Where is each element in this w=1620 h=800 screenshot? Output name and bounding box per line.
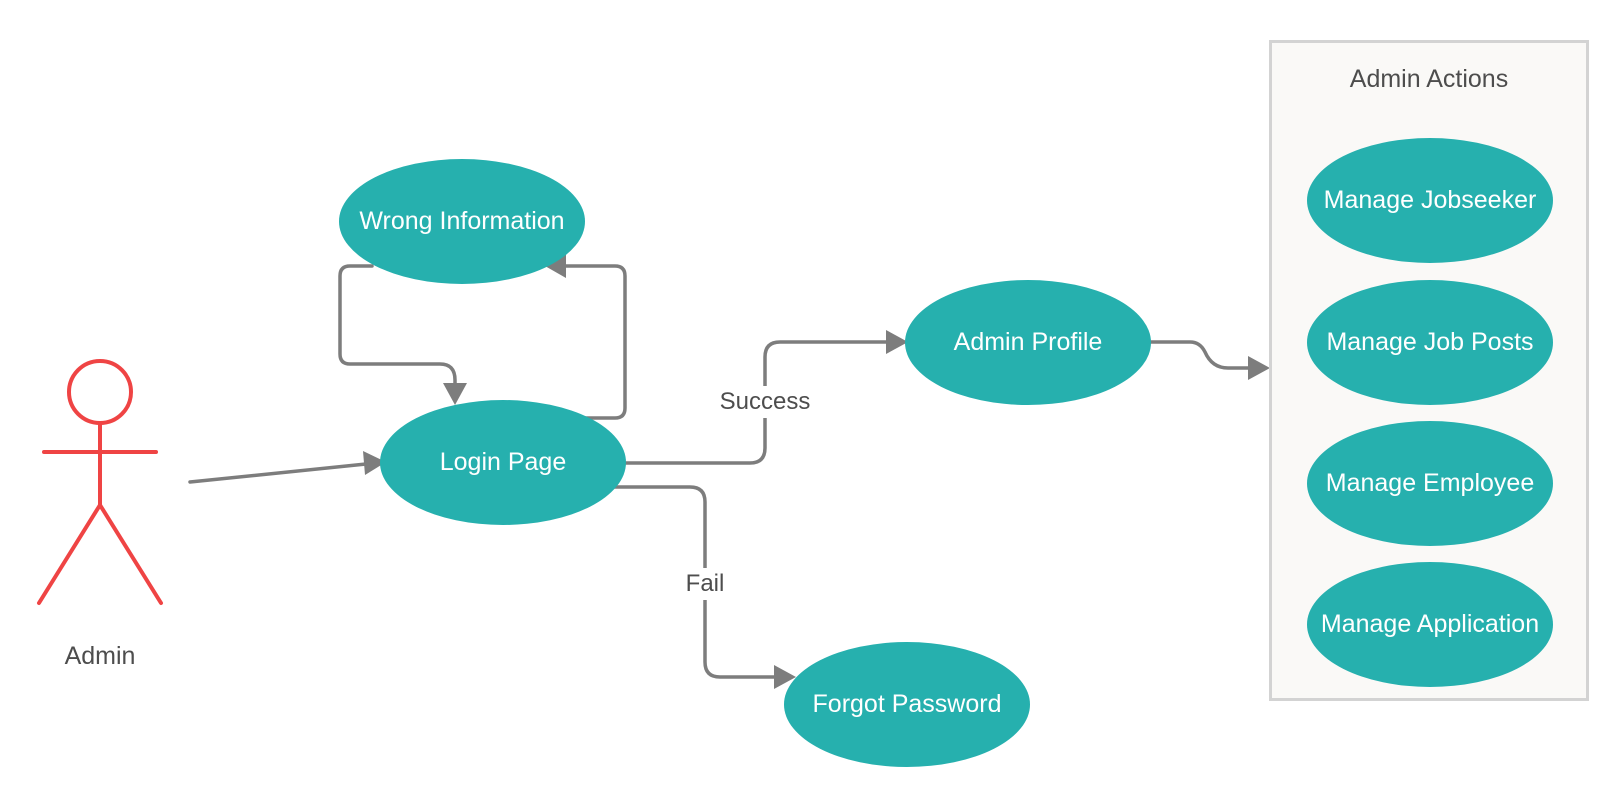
use-case-manage-application[interactable]: Manage Application [1307,562,1553,687]
arrow-login-to-wrong-info [545,254,566,278]
edge-label-success: Success [715,386,815,418]
arrow-profile-to-actions [1248,356,1270,380]
arrow-login-to-profile [886,330,908,354]
use-case-manage-employee[interactable]: Manage Employee [1307,421,1553,546]
edge-profile-to-actions [1148,340,1252,370]
edge-admin-to-login [188,462,368,484]
edge-label-fail: Fail [681,568,729,600]
edge-wrong-info-to-login [338,264,457,387]
use-case-login-page[interactable]: Login Page [380,400,626,525]
edge-login-to-wrong-info [564,264,627,420]
admin-actor-label: Admin [64,642,136,670]
use-case-forgot-password[interactable]: Forgot Password [784,642,1030,767]
admin-actor-figure [37,359,163,605]
arrow-login-to-forgot [774,665,796,689]
use-case-manage-jobseeker[interactable]: Manage Jobseeker [1307,138,1553,263]
arrow-wrong-info-to-login [443,383,467,405]
use-case-admin-profile[interactable]: Admin Profile [905,280,1151,405]
boundary-title: Admin Actions [1349,65,1509,93]
use-case-wrong-information[interactable]: Wrong Information [339,159,585,284]
use-case-manage-job-posts[interactable]: Manage Job Posts [1307,280,1553,405]
arrow-admin-to-login [363,451,386,475]
